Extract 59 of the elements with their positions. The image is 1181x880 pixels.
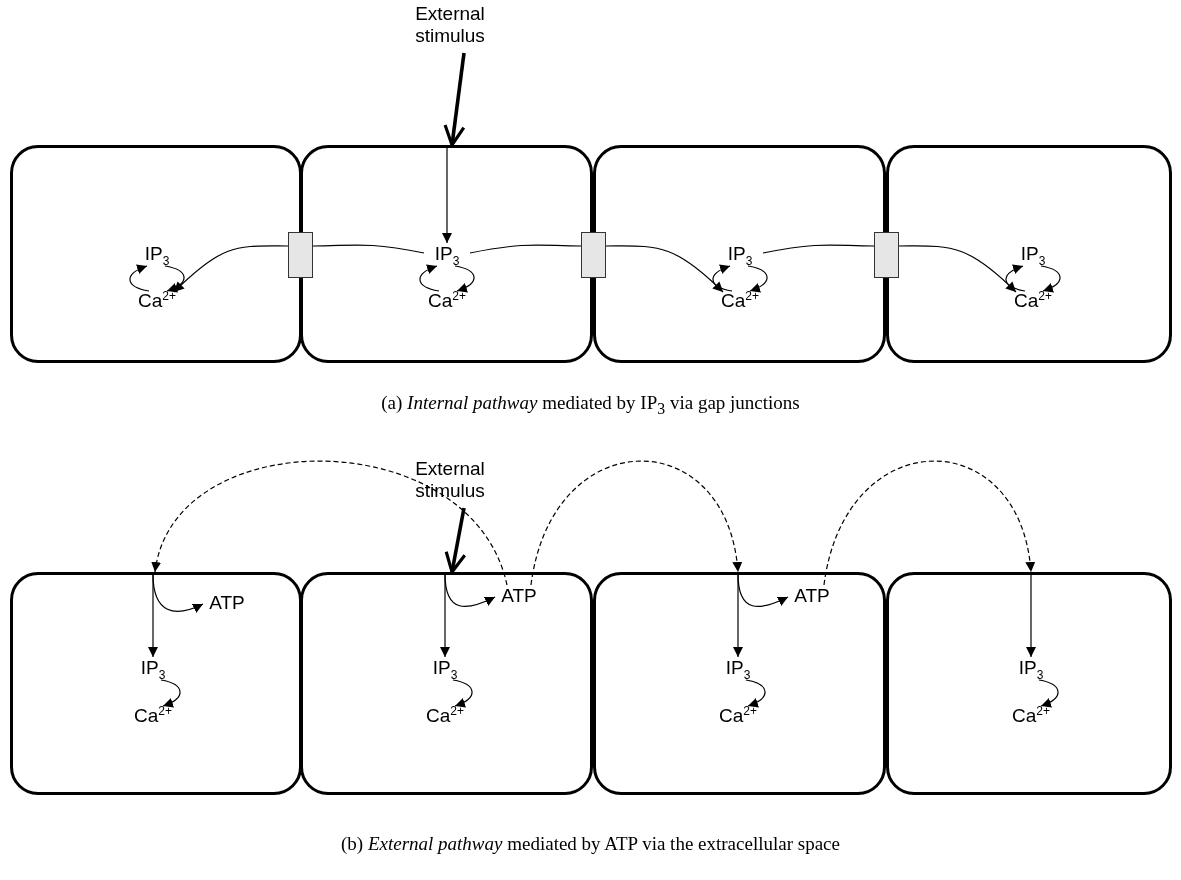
- gap-junction: [874, 232, 899, 278]
- figure-caption: (b) External pathway mediated by ATP via the extracellular space: [341, 833, 840, 854]
- cell-outline: [593, 572, 886, 795]
- arrow: [164, 265, 185, 293]
- cell-outline: [10, 145, 302, 363]
- arrow: [1026, 573, 1036, 658]
- molecule-label: IP$_{3}$: [1008, 243, 1058, 267]
- cell-outline: [593, 145, 886, 363]
- arrow: [1005, 264, 1026, 292]
- cell-outline: [300, 572, 593, 795]
- arrow: [152, 573, 204, 613]
- arrow: [605, 245, 724, 293]
- dashed-arrow: [823, 460, 1035, 586]
- arrow: [712, 264, 733, 292]
- arrow: [442, 146, 452, 244]
- arrow: [1038, 679, 1059, 708]
- molecule-label: ATP: [495, 585, 543, 609]
- molecule-label: ATP: [788, 585, 836, 609]
- stimulus-arrow: [444, 507, 467, 574]
- arrow: [444, 573, 496, 608]
- molecule-label: IP$_{3}$: [1006, 657, 1056, 681]
- molecule-label: IP$_{3}$: [128, 657, 178, 681]
- cell-outline: [300, 145, 593, 363]
- molecule-label: Ca$^{2+}$: [422, 290, 472, 314]
- molecule-label: Ca$^{2+}$: [132, 290, 182, 314]
- arrow: [1040, 265, 1061, 293]
- molecule-label: Ca$^{2+}$: [715, 290, 765, 314]
- arrow: [737, 573, 789, 608]
- figure-caption: (a) Internal pathway mediated by IP$_{3}$ via gap junctions: [381, 392, 800, 413]
- arrow: [173, 245, 289, 293]
- arrow: [745, 679, 766, 708]
- dashed-arrow: [530, 460, 742, 586]
- cell-outline: [886, 145, 1172, 363]
- molecule-label: IP$_{3}$: [420, 657, 470, 681]
- molecule-label: Ca$^{2+}$: [128, 705, 178, 729]
- molecule-label: IP$_{3}$: [132, 243, 182, 267]
- cell-outline: [10, 572, 302, 795]
- arrow: [160, 679, 181, 708]
- stimulus-arrow: [443, 52, 466, 147]
- molecule-label: Ca$^{2+}$: [713, 705, 763, 729]
- dashed-arrow: [153, 460, 508, 586]
- arrow: [747, 265, 768, 293]
- molecule-label: Ca$^{2+}$: [1008, 290, 1058, 314]
- molecule-label: IP$_{3}$: [713, 657, 763, 681]
- arrow: [898, 245, 1017, 293]
- arrow: [129, 264, 150, 292]
- molecule-label: Ca$^{2+}$: [1006, 705, 1056, 729]
- molecule-label: IP$_{3}$: [422, 243, 472, 267]
- gap-junction: [581, 232, 606, 278]
- arrow: [419, 264, 440, 292]
- arrow: [452, 679, 473, 708]
- stimulus-label: External stimulus: [405, 3, 495, 47]
- gap-junction: [288, 232, 313, 278]
- stimulus-label: External stimulus: [405, 458, 495, 502]
- cell-outline: [886, 572, 1172, 795]
- molecule-label: Ca$^{2+}$: [420, 705, 470, 729]
- molecule-label: ATP: [203, 592, 251, 616]
- arrow: [454, 265, 475, 293]
- molecule-label: IP$_{3}$: [715, 243, 765, 267]
